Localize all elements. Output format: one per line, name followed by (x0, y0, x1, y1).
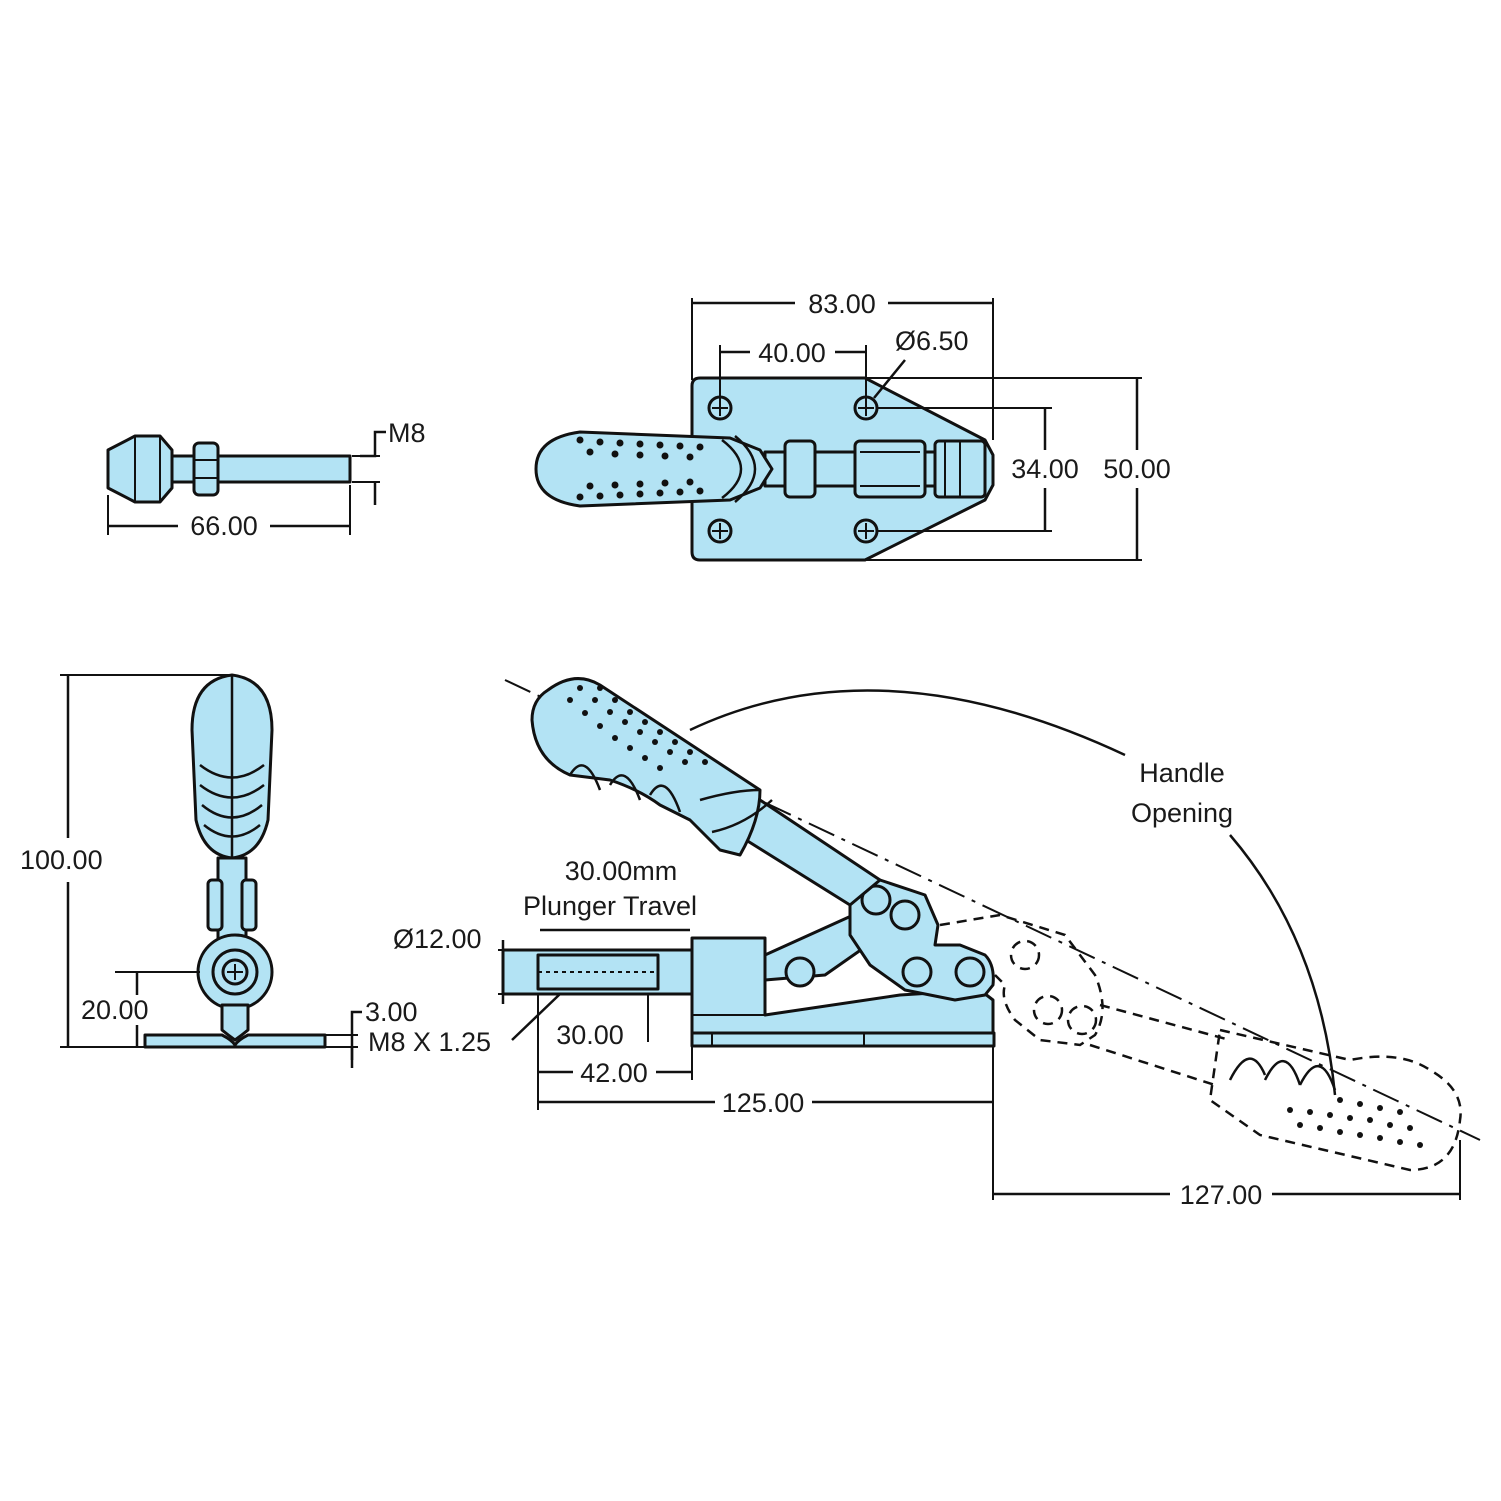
mounting-hole-icon (853, 518, 879, 544)
plunger-extension-dim: 42.00 (580, 1058, 648, 1088)
plunger-thread-label: M8 X 1.25 (368, 1027, 491, 1057)
side-view-clamp (498, 677, 1481, 1200)
front-view-height-dim: 100.00 (20, 845, 103, 875)
mounting-hole-icon (853, 395, 879, 421)
open-handle-phantom (939, 913, 1462, 1172)
handle-opening-label-line1: Handle (1139, 758, 1225, 788)
front-view-clamp (60, 673, 362, 1068)
thread-length-dim: 30.00 (556, 1020, 624, 1050)
front-view-thickness-dim: 3.00 (365, 997, 418, 1027)
top-view-inner-width-dim: 34.00 (1011, 454, 1079, 484)
front-view-base-offset-dim: 20.00 (81, 995, 149, 1025)
top-view-hole-diameter-dim: Ø6.50 (895, 326, 969, 356)
grip-dots (576, 436, 704, 501)
plunger-travel-value: 30.00mm (565, 856, 678, 886)
end-view-plunger (106, 430, 386, 535)
open-handle-grip-dots (1287, 1097, 1423, 1148)
plunger-diameter-dim: Ø12.00 (393, 924, 482, 954)
top-view-hole-spacing-dim: 40.00 (758, 338, 826, 368)
side-view-overall-length-dim: 125.00 (722, 1088, 805, 1118)
top-view-clamp (534, 298, 1142, 562)
side-view-open-length-dim: 127.00 (1180, 1180, 1263, 1210)
end-view-length-dim: 66.00 (190, 511, 258, 541)
closed-handle-grip-dots (567, 685, 708, 771)
mounting-hole-icon (707, 518, 733, 544)
plunger-travel-label: Plunger Travel (523, 891, 697, 921)
top-view-overall-length-dim: 83.00 (808, 289, 876, 319)
mounting-hole-icon (707, 395, 733, 421)
end-view-thread-label: M8 (388, 418, 426, 448)
top-view-overall-width-dim: 50.00 (1103, 454, 1171, 484)
handle-opening-label-line2: Opening (1131, 798, 1233, 828)
